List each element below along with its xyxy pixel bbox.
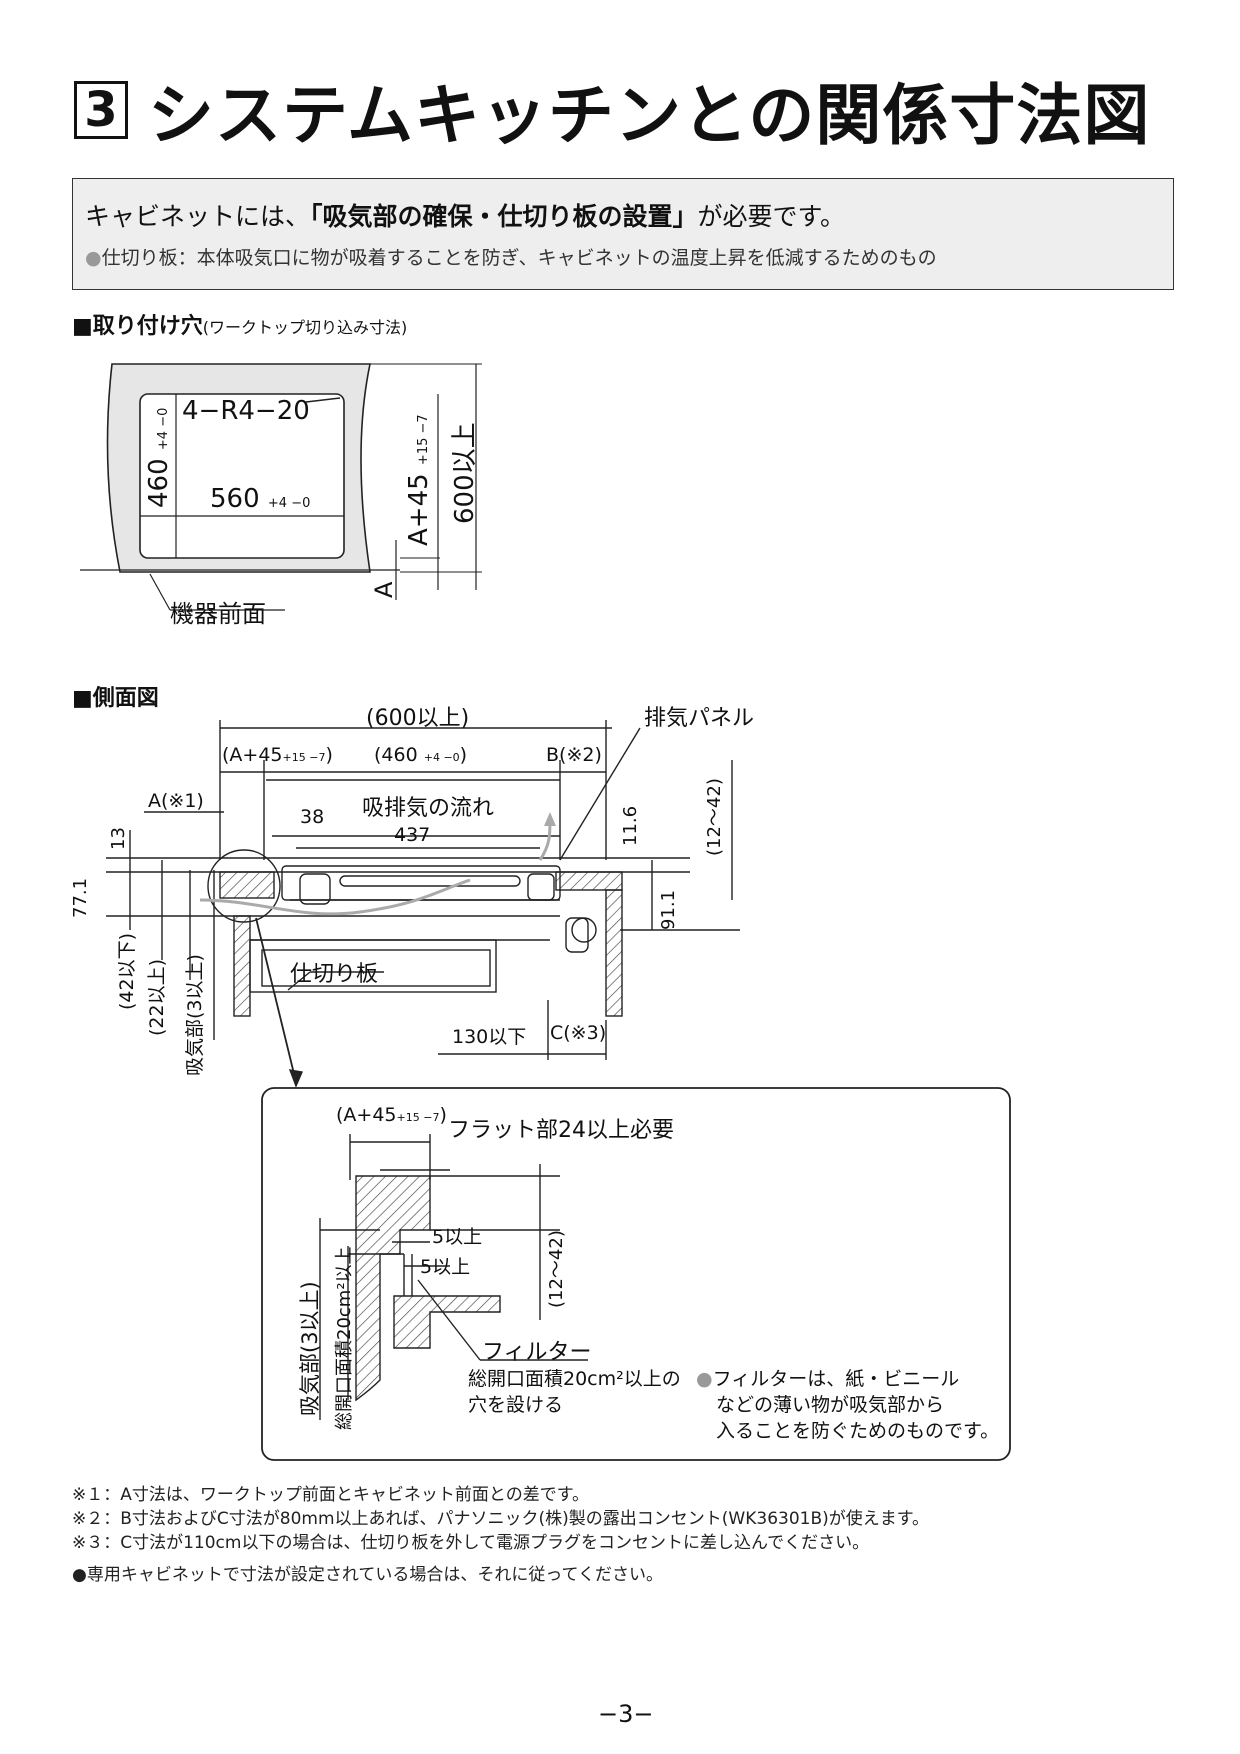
hole-offset: A+45 +15 −7 — [404, 414, 434, 546]
side-d12-42: (12〜42) — [704, 778, 725, 856]
notice-sub: ●仕切り板：本体吸気口に物が吸着することを防ぎ、キャビネットの温度上昇を低減する… — [85, 243, 937, 270]
hole-offset-value: A+45 — [404, 473, 434, 546]
detail-diagram — [261, 1087, 1011, 1461]
side-d460: (460 +4 −0) — [374, 744, 467, 766]
side-c3: C(※3) — [550, 1022, 607, 1044]
notice-main: キャビネットには、「吸気部の確保・仕切り板の設置」が必要です。 — [85, 197, 845, 233]
page-number: −3− — [598, 1700, 654, 1728]
side-intake: 吸気部(3以上) — [184, 954, 206, 1076]
side-exhaust-panel: 排気パネル — [644, 706, 755, 731]
hole-radius: 4−R4−20 — [182, 396, 310, 426]
detail-a45-close: ) — [439, 1104, 447, 1126]
detail-a45: (A+45+15 −7) — [336, 1104, 447, 1126]
detail-note1: ●フィルターは、紙・ビニール — [696, 1364, 959, 1391]
hole-total: 600以上 — [450, 422, 480, 524]
side-d38: 38 — [300, 806, 325, 828]
detail-a45-tol: +15 −7 — [396, 1111, 440, 1124]
side-d91-1: 91.1 — [658, 889, 679, 930]
detail-area: 総開口面積20cm²以上 — [334, 1246, 355, 1430]
detail-hole1: 総開口面積20cm²以上の — [468, 1368, 681, 1390]
side-flow: 吸排気の流れ — [362, 796, 495, 821]
detail-ge5a: 5以上 — [432, 1226, 483, 1248]
side-d11-6: 11.6 — [620, 805, 641, 846]
side-b: B(※2) — [546, 744, 602, 766]
detail-a45-value: (A+45 — [336, 1104, 397, 1126]
detail-d12-42: (12〜42) — [546, 1230, 567, 1308]
hole-width-tol: +4 −0 — [267, 496, 311, 511]
footnote-3: ※３：C寸法が110cm以下の場合は、仕切り板を外して電源プラグをコンセントに差… — [72, 1533, 870, 1553]
hole-width-value: 560 — [210, 484, 260, 514]
section-number: 3 — [74, 81, 128, 139]
notice-emphasis: 「吸気部の確保・仕切り板の設置」 — [310, 202, 698, 231]
section1-note: (ワークトップ切り込み寸法) — [202, 318, 408, 337]
notice-prefix: キャビネットには、 — [85, 202, 311, 231]
side-view-diagram — [106, 720, 740, 1088]
detail-ge5b: 5以上 — [420, 1256, 471, 1278]
hole-depth-value: 460 — [144, 458, 174, 508]
section2-heading: ■側面図 — [72, 686, 159, 711]
hole-offset-tol: +15 −7 — [416, 414, 431, 466]
detail-filter: フィルター — [482, 1340, 592, 1365]
notice-suffix: が必要です。 — [697, 202, 846, 231]
mounting-hole-diagram — [80, 363, 482, 611]
side-a45: (A+45+15 −7) — [222, 744, 333, 766]
bullet-icon: ● — [696, 1368, 713, 1390]
detail-hole2: 穴を設ける — [468, 1394, 564, 1416]
side-a45-value: (A+45 — [222, 744, 283, 766]
hole-depth-tol: +4 −0 — [156, 407, 171, 451]
side-a45-close: ) — [325, 744, 333, 766]
hole-front: 機器前面 — [170, 600, 266, 628]
side-partition: 仕切り板 — [290, 962, 379, 987]
side-d77-1: 77.1 — [70, 877, 91, 918]
detail-intake: 吸気部(3以上) — [298, 1281, 322, 1416]
side-a1: A(※1) — [148, 790, 204, 812]
hole-depth: 460 +4 −0 — [144, 408, 174, 508]
page-title: 3 システムキッチンとの関係寸法図 — [74, 70, 1150, 154]
detail-note3: 入ることを防ぐためのものです。 — [716, 1420, 1000, 1442]
side-le130: 130以下 — [452, 1026, 527, 1048]
side-d460-close: ) — [459, 744, 468, 766]
side-d437: 437 — [394, 824, 431, 846]
side-d460-tol: +4 −0 — [423, 751, 460, 764]
section-mounting-hole: ■取り付け穴(ワークトップ切り込み寸法) — [72, 308, 407, 340]
side-ge22: (22以上) — [146, 958, 168, 1036]
title-text: システムキッチンとの関係寸法図 — [148, 77, 1151, 154]
side-le42: (42以下) — [116, 932, 138, 1010]
detail-flat: フラット部24以上必要 — [448, 1118, 674, 1143]
detail-note1-text: フィルターは、紙・ビニール — [712, 1368, 960, 1390]
footnote-2: ※２：B寸法およびC寸法が80mm以上あれば、パナソニック(株)製の露出コンセン… — [72, 1509, 930, 1529]
detail-note2: などの薄い物が吸気部から — [716, 1394, 945, 1416]
side-total: (600以上) — [366, 706, 470, 731]
side-d460-value: (460 — [374, 744, 418, 766]
hole-a: A — [370, 581, 398, 598]
section1-heading: ■取り付け穴 — [72, 314, 203, 339]
hole-width: 560 +4 −0 — [210, 484, 310, 514]
side-d13: 13 — [108, 827, 129, 850]
side-a45-tol: +15 −7 — [282, 751, 326, 764]
footnote-4: ●専用キャビネットで寸法が設定されている場合は、それに従ってください。 — [72, 1565, 663, 1585]
notice-box: キャビネットには、「吸気部の確保・仕切り板の設置」が必要です。 ●仕切り板：本体… — [72, 178, 1174, 290]
bullet-icon: ● — [85, 247, 102, 269]
footnote-1: ※１：A寸法は、ワークトップ前面とキャビネット前面との差です。 — [72, 1485, 590, 1505]
notice-sub-text: 仕切り板：本体吸気口に物が吸着することを防ぎ、キャビネットの温度上昇を低減するた… — [101, 247, 937, 269]
